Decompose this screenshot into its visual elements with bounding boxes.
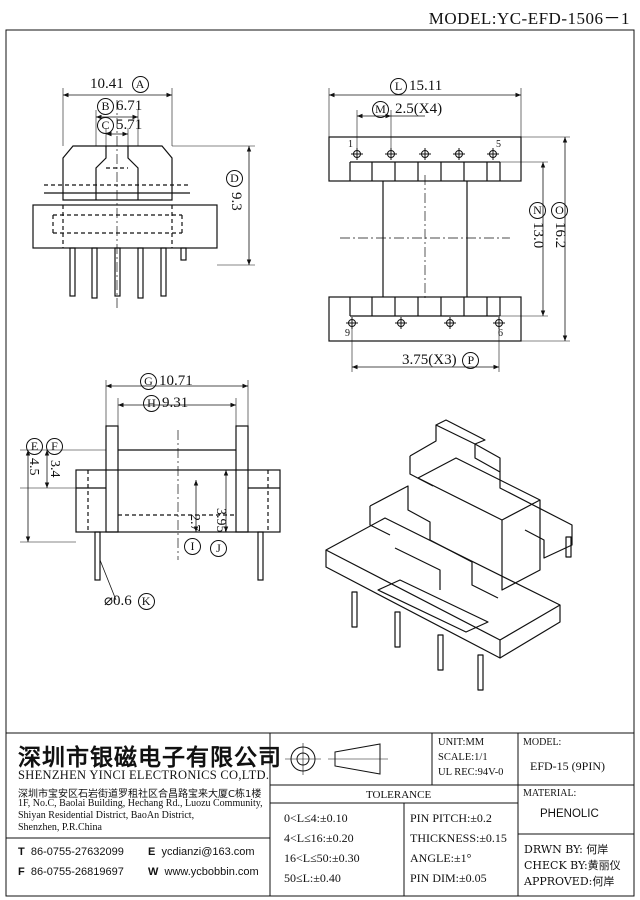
top-view	[328, 88, 570, 372]
front-view	[32, 88, 255, 310]
dim-N-marker: N	[529, 202, 546, 219]
drawing-border	[5, 29, 635, 897]
spec-pin-dim: PIN DIM:±0.05	[410, 871, 487, 885]
address-en-2: Shiyan Residential District, BaoAn Distr…	[18, 810, 195, 821]
model-value: EFD-15 (9PIN)	[530, 759, 605, 773]
pin-label-6: 6	[498, 328, 503, 339]
dim-D-marker: D	[226, 170, 243, 187]
model-header: MODEL:YC-EFD-1506－1	[428, 9, 630, 28]
dim-J: 3.95	[213, 508, 228, 533]
drawn-by: DRWN BY: 何岸	[524, 843, 609, 856]
tolerance-title: TOLERANCE	[366, 789, 432, 801]
tol-3: 16<L≤50:±0.30	[284, 851, 360, 865]
email-row: E ycdianzi@163.com	[148, 846, 255, 858]
pin-label-9: 9	[345, 328, 350, 339]
spec-angle: ANGLE:±1°	[410, 851, 472, 865]
title-block-frame	[6, 732, 634, 896]
dim-F-marker: F	[46, 438, 63, 455]
company-name-en: SHENZHEN YINCI ELECTRONICS CO,LTD.	[18, 768, 270, 782]
top-view-pin-crosses	[346, 148, 505, 329]
dim-A: 10.41 A	[90, 76, 149, 93]
dim-O: 16.2	[552, 222, 568, 249]
dim-N: 13.0	[530, 222, 546, 249]
scale: SCALE:1/1	[438, 752, 488, 763]
web-row: W www.ycbobbin.com	[148, 866, 259, 878]
dim-J-marker: J	[210, 540, 227, 557]
address-cn: 深圳市宝安区石岩街道罗租社区合昌路宝来大厦C栋1楼	[18, 789, 262, 800]
dim-P: 3.75(X3) P	[402, 352, 480, 369]
tol-1: 0<L≤4:±0.10	[284, 811, 348, 825]
isometric-view	[325, 419, 573, 691]
address-en-1: 1F, No.C, Baolai Building, Hechang Rd., …	[18, 798, 263, 809]
spec-thickness: THICKNESS:±0.15	[410, 831, 507, 845]
ul-rec: UL REC:94V-0	[438, 767, 504, 778]
side-view	[20, 380, 281, 581]
dim-F: 3.4	[47, 460, 62, 478]
unit: UNIT:MM	[438, 737, 485, 748]
check-by: CHECK BY:黄丽仪	[524, 859, 621, 872]
spec-pin-pitch: PIN PITCH:±0.2	[410, 811, 492, 825]
dim-K: ⌀0.6 K	[104, 591, 155, 610]
address-en-3: Shenzhen, P.R.China	[18, 822, 102, 833]
dim-D: 9.3	[228, 192, 244, 211]
model-label: MODEL:	[523, 737, 562, 748]
dim-I: 2.7	[187, 514, 202, 532]
material-label: MATERIAL:	[523, 788, 577, 799]
fax-row: F 86-0755-26819697	[18, 866, 124, 878]
front-view-dims	[62, 92, 252, 265]
approved-by: APPROVED:何岸	[524, 875, 615, 888]
company-name-cn: 深圳市银磁电子有限公司	[18, 745, 282, 771]
material-value: PHENOLIC	[540, 808, 599, 820]
dim-O-marker: O	[551, 202, 568, 219]
dim-E-marker: E	[26, 438, 43, 455]
tol-2: 4<L≤16:±0.20	[284, 831, 354, 845]
dim-I-marker: I	[184, 538, 201, 555]
side-view-dims	[25, 383, 248, 601]
projection-symbol	[285, 743, 388, 775]
dim-E: 4.5	[26, 458, 41, 476]
tel-row: T 86-0755-27632099	[18, 846, 124, 858]
pin-label-5: 5	[496, 139, 501, 150]
pin-label-1: 1	[348, 139, 353, 150]
tol-4: 50≤L:±0.40	[284, 871, 341, 885]
